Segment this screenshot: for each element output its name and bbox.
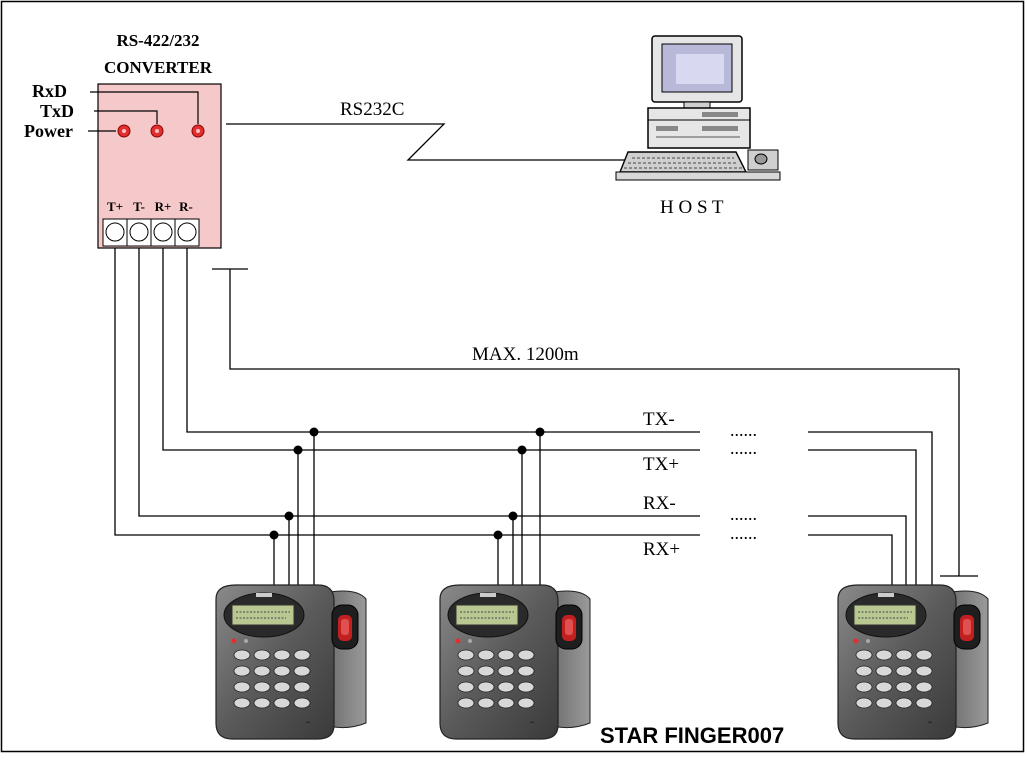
- bus-label-tx-minus: TX-: [643, 409, 675, 430]
- led-power: [117, 124, 131, 138]
- host-label: H O S T: [660, 197, 724, 218]
- bus-wiring: [114, 248, 933, 585]
- led-label-txd: TxD: [40, 101, 74, 121]
- converter-title-line1: RS-422/232: [116, 31, 199, 50]
- rs232c-label: RS232C: [340, 99, 404, 120]
- led-leader-txd: [94, 110, 158, 124]
- terminal-block: [102, 218, 200, 247]
- terminal-label-tplus: T+: [107, 199, 123, 214]
- led-leader-rxd: [90, 91, 199, 124]
- fingerprint-terminal-3: [837, 584, 989, 740]
- bus-dots-4: ......: [730, 523, 757, 543]
- terminal-label-rminus: R-: [179, 199, 193, 214]
- terminal-label-tminus: T-: [133, 199, 145, 214]
- led-label-power: Power: [24, 121, 73, 141]
- terminal-model-label: STAR FINGER007: [600, 723, 784, 748]
- distance-label: MAX. 1200m: [472, 344, 579, 365]
- bus-dots-2: ......: [730, 438, 757, 458]
- led-txd: [150, 124, 164, 138]
- led-rxd: [191, 124, 205, 138]
- bus-label-rx-plus: RX+: [643, 539, 680, 560]
- bus-dots-1: ......: [730, 420, 757, 440]
- rs232c-cable: [226, 123, 628, 161]
- bus-label-rx-minus: RX-: [643, 493, 676, 514]
- shield-line: [229, 269, 960, 576]
- host-computer-icon: [615, 35, 781, 181]
- converter-title-line2: CONVERTER: [104, 58, 213, 77]
- converter: RS-422/232 CONVERTER RxD TxD Power T+ T-…: [24, 31, 222, 249]
- led-label-rxd: RxD: [32, 81, 67, 101]
- terminal-label-rplus: R+: [155, 199, 172, 214]
- fingerprint-terminal-1: [215, 584, 367, 740]
- bus-label-tx-plus: TX+: [643, 454, 679, 475]
- fingerprint-terminal-2: [439, 584, 591, 740]
- bus-dots-3: ......: [730, 504, 757, 524]
